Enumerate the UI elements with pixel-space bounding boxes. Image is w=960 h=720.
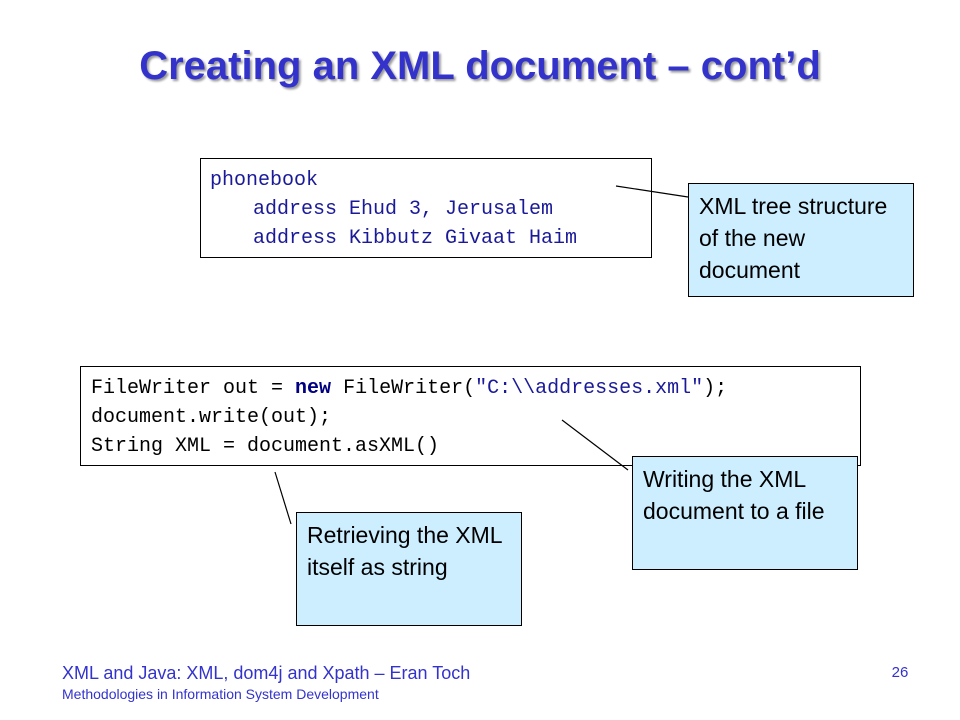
slide-title: Creating an XML document – cont’d	[139, 44, 821, 88]
code-text-filewriter-ctor: FileWriter(	[331, 377, 476, 400]
code-line-write: document.write(out);	[91, 406, 332, 429]
code-text-close: );	[703, 377, 728, 400]
xml-tree-code-box: phonebook address Ehud 3, Jerusalem addres…	[200, 158, 652, 258]
tree-line-address-2: address Kibbutz Givaat Haim	[253, 227, 578, 250]
java-code-box: FileWriter out = new FileWriter("C:\\add…	[80, 366, 861, 466]
callout-tree-structure: XML tree structure of the new document	[688, 183, 914, 297]
code-line-filewriter: FileWriter out = new FileWriter("C:\\add…	[91, 374, 860, 403]
code-string-path: "C:\\addresses.xml"	[475, 377, 704, 400]
footer-course-title: XML and Java: XML, dom4j and Xpath – Era…	[62, 663, 471, 683]
connector-string	[274, 471, 292, 525]
callout-retrieving-string: Retrieving the XML itself as string	[296, 512, 522, 626]
page-number: 26	[891, 664, 909, 681]
code-keyword-new: new	[295, 377, 332, 400]
code-text-filewriter-decl: FileWriter out =	[91, 377, 296, 400]
callout-writing-file: Writing the XML document to a file	[632, 456, 858, 570]
footer-course-subtitle: Methodologies in Information System Deve…	[62, 686, 379, 702]
code-line-asxml: String XML = document.asXML()	[91, 435, 440, 458]
tree-line-address-1: address Ehud 3, Jerusalem	[253, 198, 554, 221]
tree-line-root: phonebook	[210, 169, 319, 192]
